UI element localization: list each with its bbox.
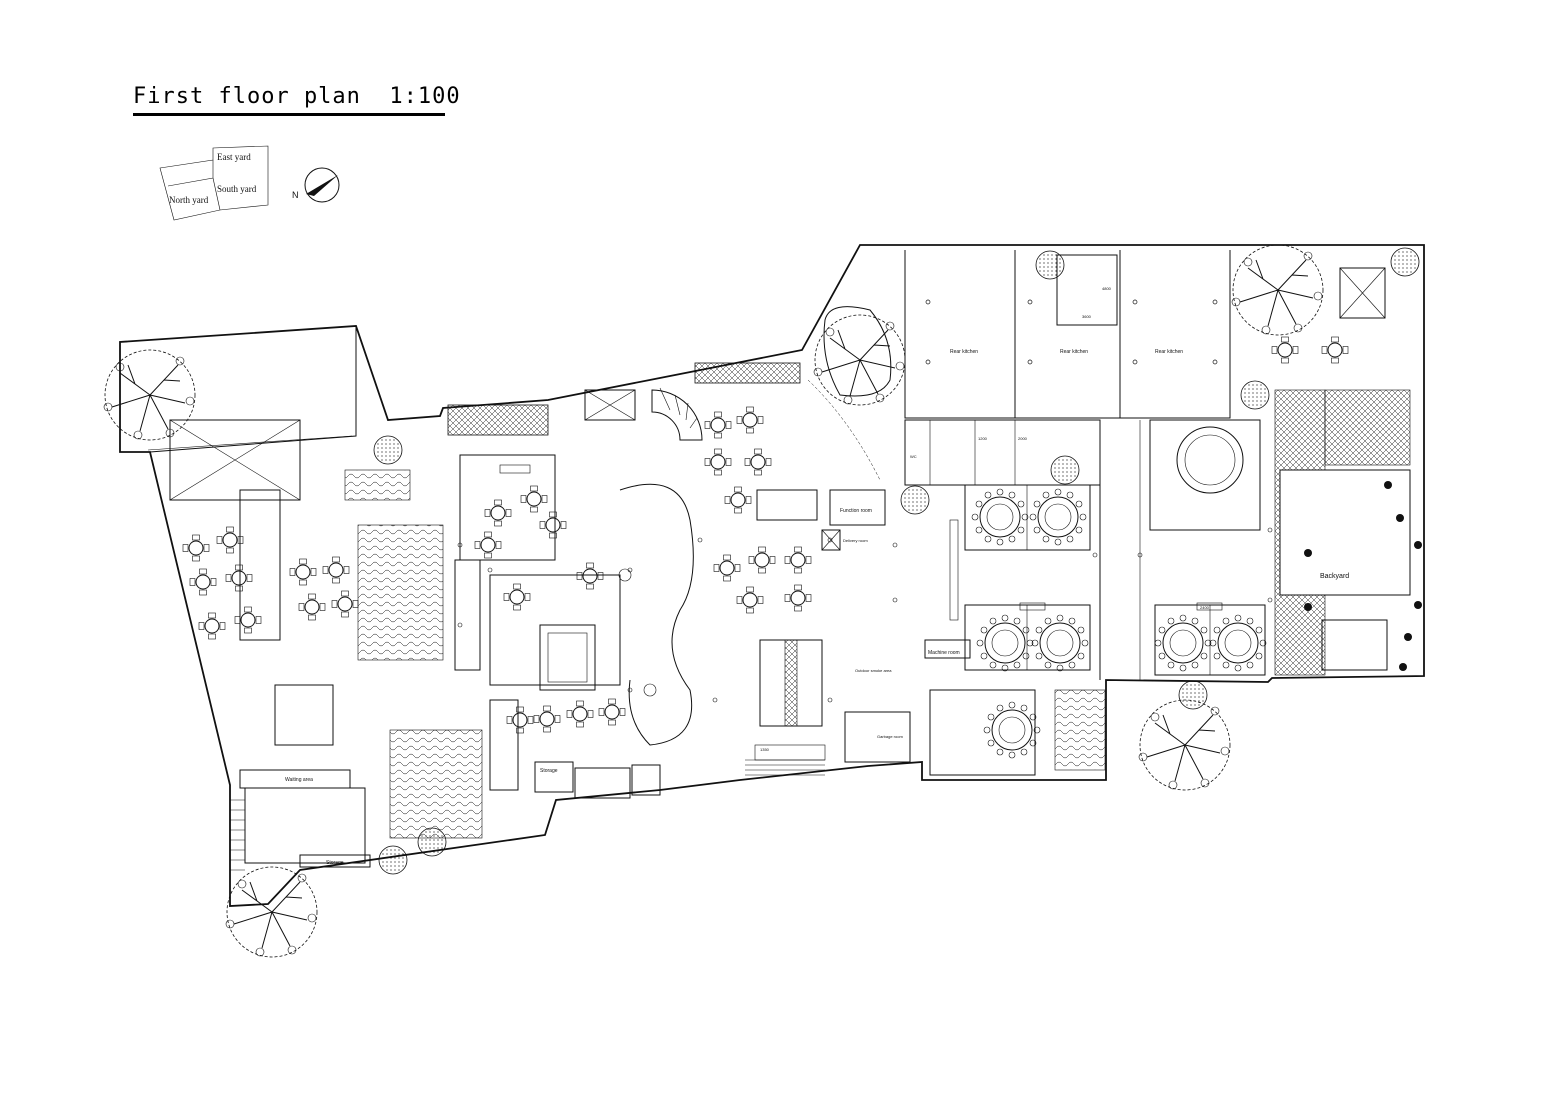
rear-kitchens: Rear kitchen Rear kitchen Rear kitchen 3… — [904, 250, 1231, 419]
label-garbage-room: Garbage room — [877, 734, 903, 739]
label-machine-room: Machine room — [928, 650, 960, 656]
label-rear-kitchen-3: Rear kitchen — [1155, 349, 1183, 355]
label-outdoor-smoke-area: Outdoor smoke area — [855, 668, 892, 673]
north-arrow-icon: N — [292, 167, 340, 203]
key-plan: East yard South yard North yard — [159, 145, 269, 221]
plan-title-text: First floor plan — [133, 84, 361, 109]
label-storage-a: Storage — [540, 768, 558, 774]
label-waiting-area: Waiting area — [285, 777, 313, 783]
label-rear-kitchen-2: Rear kitchen — [1060, 349, 1088, 355]
building-outline — [119, 244, 1425, 907]
key-plan-east-yard: East yard — [217, 152, 251, 162]
dim-1350: 1350 — [760, 747, 770, 752]
label-delivery-room: Delivery room — [843, 538, 868, 543]
key-plan-north-yard: North yard — [169, 195, 209, 205]
backyard: Backyard — [1138, 244, 1422, 791]
label-rear-kitchen-1: Rear kitchen — [950, 349, 978, 355]
label-storage-north: Storage — [326, 860, 344, 866]
plan-scale: 1:100 — [389, 84, 461, 109]
function-room-zone: Function room Delivery room Outdoor smok… — [807, 306, 911, 763]
private-dining: 2400 — [929, 419, 1267, 776]
label-function-room: Function room — [840, 508, 872, 514]
dining-hall-a: Storage — [447, 404, 661, 799]
dim-1200: 1200 — [978, 436, 988, 441]
dim-4800: 4800 — [1102, 286, 1112, 291]
key-plan-south-yard: South yard — [217, 184, 257, 194]
north-yard: Waiting area Storage — [103, 349, 483, 958]
dining-hall-b: 1350 — [694, 362, 826, 776]
plan-title: First floor plan 1:100 — [133, 84, 460, 116]
central-court — [584, 387, 703, 746]
dim-3600: 3600 — [1082, 314, 1092, 319]
column-grid — [457, 527, 1273, 703]
label-backyard: Backyard — [1320, 573, 1349, 580]
dim-2000: 2000 — [1018, 436, 1028, 441]
dim-2400: 2400 — [1200, 605, 1210, 610]
north-arrow-label: N — [292, 190, 299, 200]
label-wc: WC — [910, 454, 917, 459]
